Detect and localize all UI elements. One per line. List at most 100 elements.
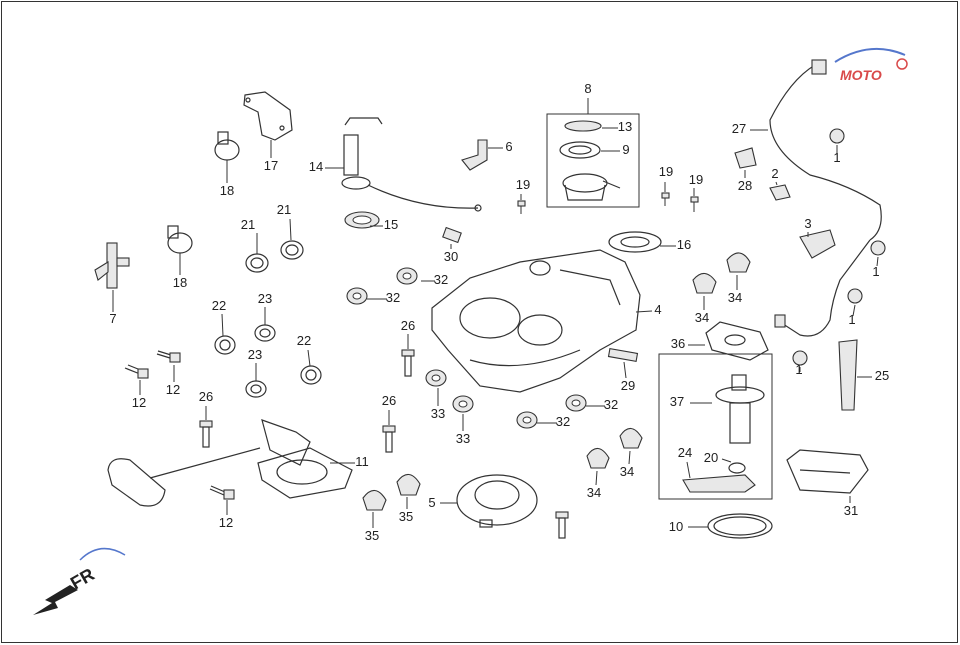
callout-12: 12 [132,395,146,410]
part-18-clamp-a [214,131,240,161]
part-1-cap-d [792,350,808,366]
part-10-ring-gasket [707,513,773,539]
callout-12: 12 [219,515,233,530]
callout-1: 1 [872,264,879,279]
part-35-grommet-b [362,489,387,511]
callout-32: 32 [386,290,400,305]
callout-32: 32 [434,272,448,287]
callout-34: 34 [587,485,601,500]
callout-18: 18 [220,183,234,198]
callout-27: 27 [732,121,746,136]
part-1-cap-a [829,128,845,144]
arrow-down-left-icon [33,585,78,615]
part-13-plate [564,120,602,132]
part-2-clip [769,184,791,201]
callout-19: 19 [689,172,703,187]
part-7-tee-fitting [94,242,130,289]
callout-7: 7 [109,311,116,326]
part-3-clip [799,229,836,259]
part-24-filter [682,474,756,493]
callout-34: 34 [728,290,742,305]
part-23-hose-clip-b [245,380,267,398]
part-12-bolt-a [124,364,149,379]
callout-labels: 1111234567891011121212131415161718181919… [109,81,889,543]
part-32-nut-b [346,287,368,305]
callout-5: 5 [428,495,435,510]
part-26-bolt-d [555,511,569,539]
callout-33: 33 [431,406,445,421]
callout-32: 32 [556,414,570,429]
part-17-bracket [243,91,293,141]
callout-23: 23 [258,291,272,306]
callout-18: 18 [173,275,187,290]
callout-36: 36 [671,336,685,351]
callout-23: 23 [248,347,262,362]
part-34-grommet-c [586,447,610,469]
callout-26: 26 [199,389,213,404]
leader-line-4 [635,310,653,313]
part-34-grommet-b [692,272,717,294]
callout-15: 15 [384,217,398,232]
callout-8: 8 [584,81,591,96]
leader-line-22 [307,349,311,367]
callout-10: 10 [669,519,683,534]
callout-24: 24 [678,445,692,460]
part-33-nut-a [425,369,447,387]
part-30-pad [442,226,462,244]
part-25-hose [838,339,858,411]
part-26-bolt-b [382,425,396,453]
callout-13: 13 [618,119,632,134]
callout-26: 26 [382,393,396,408]
callout-19: 19 [516,177,530,192]
leader-line-1 [852,304,856,317]
part-32-nut-d [516,411,538,429]
leader-line-29 [623,361,627,379]
part-33-nut-b [452,395,474,413]
callout-22: 22 [297,333,311,348]
part-34-grommet-a [726,252,751,273]
callout-30: 30 [444,249,458,264]
leader-line-22 [221,313,224,337]
part-8-pump-head [562,173,621,201]
callout-2: 2 [771,166,778,181]
callout-16: 16 [677,237,691,252]
callout-6: 6 [505,139,512,154]
part-19-screw-c [690,196,699,212]
part-34-grommet-d [619,427,643,449]
leader-line-34 [595,470,598,486]
part-1-cap-b [870,240,886,256]
part-22-hose-clip-b [300,365,322,385]
leader-line-21 [289,218,292,241]
leader-line-24 [686,461,691,479]
callout-35: 35 [399,509,413,524]
callout-32: 32 [604,397,618,412]
group-box-8 [546,113,640,208]
leader-line-34 [628,450,631,465]
callout-1: 1 [795,362,802,377]
part-28-clip [734,147,757,169]
callout-25: 25 [875,368,889,383]
part-22-hose-clip-a [214,335,236,355]
callout-31: 31 [844,503,858,518]
leader-line-20 [721,458,732,463]
part-32-nut-c [565,394,587,412]
part-9-seal [559,141,601,159]
callout-17: 17 [264,158,278,173]
part-27-wire-harness [769,59,882,337]
part-19-screw-a [517,200,526,214]
callout-21: 21 [241,217,255,232]
part-14-fuel-sender [341,117,482,212]
part-18-clamp-b [167,225,193,254]
callout-37: 37 [670,394,684,409]
callout-12: 12 [166,382,180,397]
callout-4: 4 [654,302,661,317]
part-37-fuel-pump [715,374,765,444]
callout-19: 19 [659,164,673,179]
part-16-retainer-ring [608,231,662,253]
part-4-fuel-tank [431,249,641,393]
callout-33: 33 [456,431,470,446]
part-29-pad [607,347,639,363]
part-6-elbow-fitting [461,139,488,171]
callout-26: 26 [401,318,415,333]
